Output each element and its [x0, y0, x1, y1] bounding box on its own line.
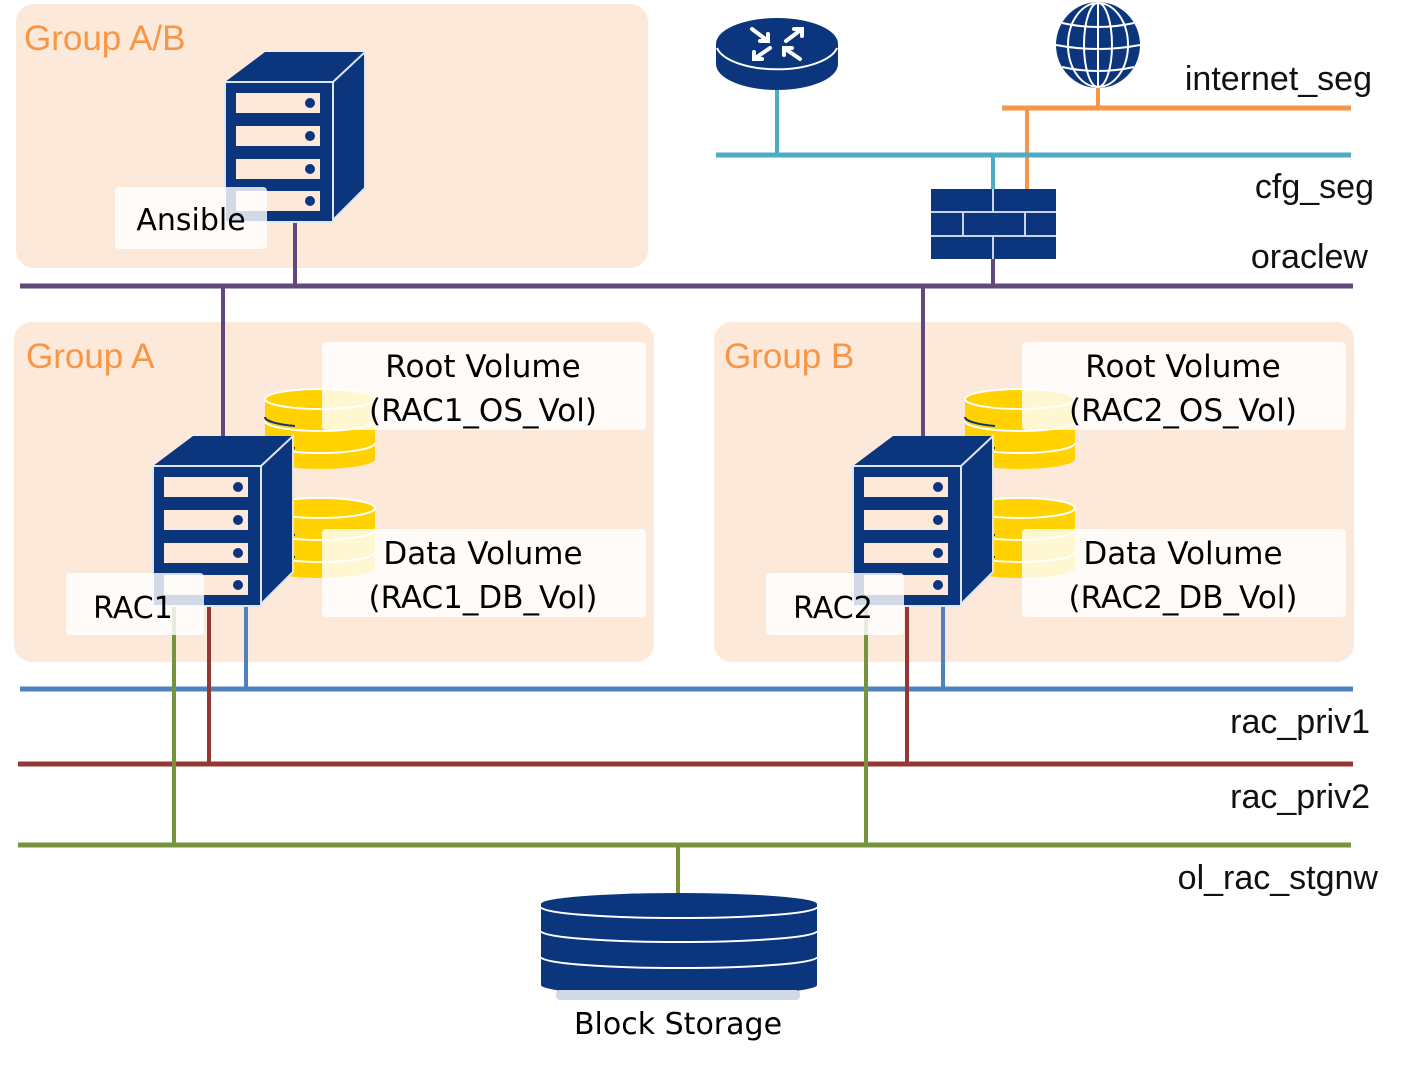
ansible-label: Ansible [136, 203, 245, 238]
rac1-root-volume-box [322, 342, 646, 430]
ansible-label-box [115, 187, 267, 249]
router-icon[interactable] [716, 18, 838, 90]
oraclew-label: oraclew [1251, 238, 1369, 276]
rac-priv2-label: rac_priv2 [1230, 778, 1370, 816]
cfg-seg-network [716, 88, 1351, 190]
rac2-root-volume-name: (RAC2_OS_Vol) [1069, 393, 1297, 429]
rac1-root-volume-title: Root Volume [385, 349, 580, 385]
internet-seg-label: internet_seg [1185, 60, 1372, 98]
rac-priv1-label: rac_priv1 [1230, 703, 1370, 741]
rac1-label: RAC1 [93, 591, 173, 626]
group-b-label: Group B [724, 337, 854, 376]
ol-rac-stgnw-network [18, 600, 1351, 895]
group-ab-label: Group A/B [24, 19, 185, 58]
rac-priv2-network [18, 600, 1353, 767]
rac1-data-volume-box [322, 529, 646, 617]
rac1-data-volume-title: Data Volume [383, 536, 582, 572]
rac2-data-volume-title: Data Volume [1083, 536, 1282, 572]
cfg-seg-label: cfg_seg [1255, 168, 1374, 206]
internet-seg-network [1002, 86, 1351, 190]
rac2-label-box [766, 573, 904, 635]
block-storage-icon[interactable] [540, 893, 818, 1000]
rac-priv1-network [20, 600, 1353, 692]
rac2-label: RAC2 [793, 591, 873, 626]
rac2-root-volume-title: Root Volume [1085, 349, 1280, 385]
group-a-label: Group A [26, 337, 155, 376]
firewall-icon[interactable] [931, 189, 1056, 259]
rac1-data-volume-name: (RAC1_DB_Vol) [368, 580, 597, 616]
ol-rac-stgnw-label: ol_rac_stgnw [1178, 859, 1379, 897]
rac2-root-volume-box [1022, 342, 1346, 430]
block-storage-label: Block Storage [574, 1007, 782, 1042]
rac2-data-volume-box [1022, 529, 1346, 617]
rac1-label-box [66, 573, 204, 635]
globe-icon[interactable] [1055, 2, 1141, 88]
rac1-root-volume-name: (RAC1_OS_Vol) [369, 393, 597, 429]
rac2-data-volume-name: (RAC2_DB_Vol) [1068, 580, 1297, 616]
oraclew-network [20, 220, 1353, 438]
